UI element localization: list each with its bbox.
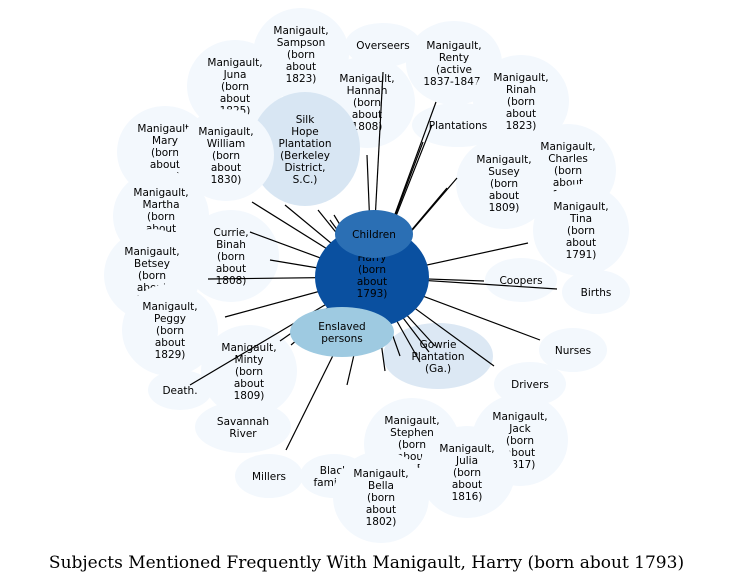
node-children[interactable]: Children [335,210,413,258]
node-bubble [148,370,212,410]
node-label: Births [581,287,612,299]
node-bubble [485,258,557,302]
node-label: Death. [162,385,197,397]
node-bubble [195,401,291,453]
node-bubble [419,426,515,518]
node-death[interactable]: Death. [148,370,212,410]
node-bubble [533,184,629,276]
node-label: Overseers [356,40,409,52]
node-bubble [122,284,218,376]
node-nurses[interactable]: Nurses [539,328,607,372]
node-label: Coopers [499,275,542,287]
node-label: Plantations [429,120,487,132]
enslaved-bubble [290,307,394,357]
node-bubble [178,109,274,201]
node-label: Millers [252,471,286,483]
children-label: Children [352,229,396,241]
center-bubble [315,227,429,327]
node-bubble [201,325,297,417]
node-bubble [412,103,504,147]
node-label: Drivers [511,379,549,391]
node-bubble [539,328,607,372]
node-label: Manigault,Mary(bornabout1810) [137,123,192,183]
node-bubble [235,454,303,498]
node-plantations[interactable]: Plantations [412,103,504,147]
node-bubble [383,323,493,389]
node-bubble [187,40,283,132]
children-bubble [335,210,413,258]
node-label: Nurses [555,345,591,357]
node-bubble [250,92,360,206]
diagram-title: Subjects Mentioned Frequently With Manig… [48,553,685,573]
node-coopers[interactable]: Coopers [485,258,557,302]
node-bubble [456,137,552,229]
node-bubble [333,451,429,543]
node-millers[interactable]: Millers [235,454,303,498]
inner-nodes-layer: Manigault,Harry(bornabout1793)ChildrenEn… [290,210,429,357]
node-bubble [562,270,630,314]
node-births[interactable]: Births [562,270,630,314]
node-overseers[interactable]: Overseers [345,23,421,67]
node-bubble [345,23,421,67]
